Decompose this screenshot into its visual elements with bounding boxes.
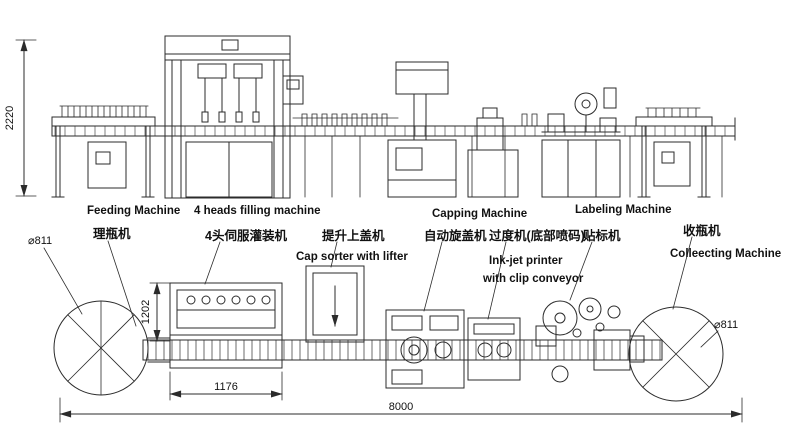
labeling-machine-elevation: [541, 87, 621, 198]
dim-8000-label: 8000: [389, 401, 413, 413]
filling-machine-plan: [169, 282, 283, 369]
dimension-2220: 2220: [4, 39, 37, 197]
label-feed-table-diameter: ⌀811: [28, 235, 52, 247]
label-capping-machine-en: Capping Machine: [432, 208, 527, 220]
dim-1202-label: 1202: [140, 300, 152, 324]
leader-feeding-cn: [107, 240, 137, 327]
leader-labeling-cn: [569, 241, 593, 301]
collecting-machine-elevation: [635, 107, 713, 198]
bottles-on-conveyor: [301, 113, 538, 127]
dimension-1202: 1202: [140, 282, 173, 342]
dim-2220-label: 2220: [4, 106, 16, 130]
label-filling-machine-en: 4 heads filling machine: [194, 205, 321, 217]
leader-capping-cn: [423, 241, 443, 312]
leader-feed-diameter: [43, 247, 83, 315]
label-labeling-machine-en: Labeling Machine: [575, 204, 672, 216]
feeding-machine-elevation: [51, 105, 156, 198]
conveyor-elevation: [51, 117, 736, 198]
label-collect-table-diameter: ⌀811: [714, 319, 738, 331]
conveyor-plan: [142, 339, 663, 361]
label-collecting-machine-en: Colleecting Machine: [670, 248, 781, 260]
inkjet-transfer-elevation: [467, 107, 519, 198]
dimension-8000: 8000: [59, 397, 743, 423]
leader-transfer-cn: [487, 241, 507, 320]
label-filling-machine-cn: 4头伺服灌装机: [205, 228, 287, 243]
label-cap-sorter-en: Cap sorter with lifter: [296, 251, 408, 263]
cap-sorter-plan: [305, 265, 365, 343]
dimension-1176: 1176: [169, 371, 283, 401]
collect-table-plan: [628, 306, 724, 402]
leader-cap-sorter-cn: [330, 241, 338, 268]
capping-machine-elevation: [387, 61, 457, 198]
label-inkjet-line2: with clip conveyor: [482, 273, 584, 285]
control-panel-elevation: [282, 75, 304, 105]
inkjet-transfer-plan: [467, 317, 521, 381]
labeling-machine-plan: [535, 297, 645, 383]
leader-filling-cn: [204, 241, 221, 285]
label-labeling-machine-cn: 贴标机: [583, 228, 621, 243]
label-inkjet-line1: Ink-jet printer: [489, 255, 563, 267]
label-collecting-machine-cn: 收瓶机: [683, 223, 721, 238]
label-capping-machine-cn: 自动旋盖机: [424, 228, 487, 243]
filling-machine-elevation: [164, 35, 304, 199]
label-feeding-machine-en: Feeding Machine: [87, 205, 180, 217]
leader-lines: [43, 236, 719, 348]
label-cap-sorter-cn: 提升上盖机: [322, 228, 385, 243]
elevation-view: 2220: [4, 35, 736, 199]
leader-collect-diameter: [700, 330, 719, 348]
labels: Feeding Machine 4 heads filling machine …: [28, 204, 781, 331]
dim-1176-label: 1176: [214, 381, 238, 393]
leader-collecting-cn: [672, 236, 693, 310]
label-feeding-machine-cn: 理瓶机: [93, 226, 131, 241]
capping-machine-plan: [385, 309, 465, 389]
plan-view: 1202 1176 8000: [53, 265, 743, 423]
label-transfer-machine-cn: 过度机(底部喷码): [489, 228, 585, 243]
